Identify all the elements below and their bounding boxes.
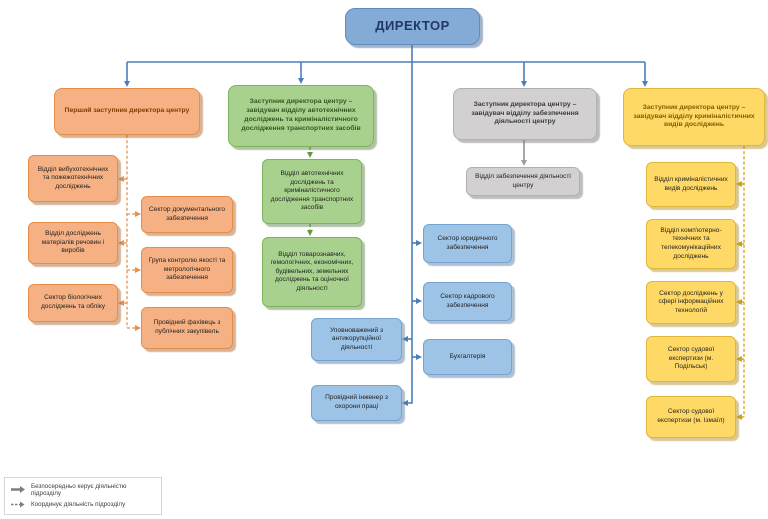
support-deputy-head: Заступник директора центру – завідувач в… [453,88,597,140]
legend: Безпосередньо керує діяльністю підрозділ… [4,477,162,515]
unit-accounting: Бухгалтерія [423,339,512,375]
unit-it-research-sector: Сектор досліджень у сфері інформаційних … [646,281,736,324]
unit-procurement-specialist: Провідний фахівець з публічних закупівел… [141,307,233,349]
director-box: ДИРЕКТОР [345,8,480,45]
legend-coordinate-row: Координує діяльність підрозділу [10,500,156,509]
unit-forensic-dept: Відділ криміналістичних видів досліджень [646,162,736,207]
solid-arrow-icon [11,486,25,494]
unit-safety-engineer: Провідний інженер з охорони праці [311,385,402,421]
dashed-arrow-icon [11,501,25,508]
unit-anticorruption-officer: Уповноважений з антикорупційної діяльнос… [311,318,402,361]
transport-deputy-head: Заступник директора центру – завідувач в… [228,85,374,147]
unit-commodity-dept: Відділ товарознавчих, гемологічних, екон… [262,237,362,307]
unit-documentation-sector: Сектор документального забезпечення [141,196,233,233]
unit-quality-control-group: Група контролю якості та метрологічного … [141,247,233,293]
unit-legal-sector: Сектор юридичного забезпечення [423,224,512,263]
first-deputy-head: Перший заступник директора центру [54,88,200,135]
legend-direct-label: Безпосередньо керує діяльністю підрозділ… [31,482,127,497]
unit-biological-sector: Сектор біологічних досліджень та обліку [28,284,118,322]
unit-autotechnical-dept: Відділ автотехнічних досліджень та кримі… [262,159,362,224]
unit-hr-sector: Сектор кадрового забезпечення [423,282,512,321]
legend-direct-row: Безпосередньо керує діяльністю підрозділ… [10,483,156,497]
unit-computer-dept: Відділ комп'ютерно-технічних та телекому… [646,219,736,269]
legend-coordinate-label: Координує діяльність підрозділу [31,501,126,509]
unit-izmail-sector: Сектор судової експертизи (м. Ізмаїл) [646,396,736,438]
unit-explosives-dept: Відділ вибухотехнічних та пожежотехнічни… [28,155,118,202]
unit-podilsk-sector: Сектор судової експертизи (м. Подільськ) [646,336,736,382]
unit-support-dept: Відділ забезпечення діяльності центру [466,167,580,196]
forensic-deputy-head: Заступник директора центру – завідувач в… [623,88,765,146]
unit-materials-dept: Відділ досліджень матеріалів речовин і в… [28,222,118,264]
